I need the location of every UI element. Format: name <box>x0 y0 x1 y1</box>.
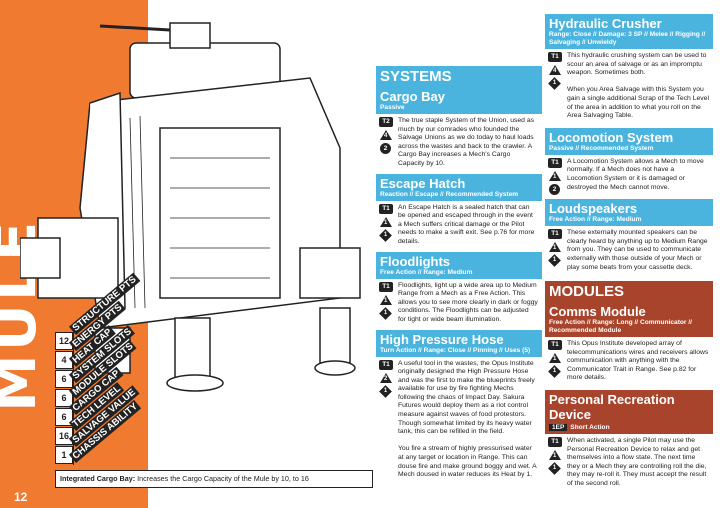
crusher-title: Hydraulic Crusher <box>549 16 662 31</box>
crusher-body: T1 4 1 This hydraulic crushing system ca… <box>545 49 713 124</box>
locomotion-body: T1 1 2 A Locomotion System allows a Mech… <box>545 155 713 195</box>
integrated-ability: Integrated Cargo Bay: Increases the Carg… <box>55 470 373 488</box>
stat-system-slots: 6 <box>55 389 73 407</box>
hose-body: T1 2 1 A useful tool in the wastes, the … <box>376 357 542 483</box>
modules-heading: MODULES <box>545 281 713 303</box>
mech-illustration <box>20 22 361 392</box>
locomotion-title: Locomotion System <box>549 129 674 145</box>
cargo-bay-body: T2 4 2 The true staple System of the Uni… <box>376 114 542 172</box>
prd-body: T1 1 1 When activated, a single Pilot ma… <box>545 434 713 492</box>
cargo-bay-title: Cargo Bay <box>380 89 446 104</box>
stat-structure: 12 <box>55 332 73 350</box>
stat-ruler <box>73 332 74 465</box>
floodlights-body: T1 1 1 Floodlights, light up a wide area… <box>376 279 542 328</box>
comms-title: Comms Module <box>549 304 646 320</box>
comms-body: T1 1 1 This Opus Institute developed arr… <box>545 337 713 386</box>
stat-cargo: 16 <box>55 427 73 445</box>
systems-column: SYSTEMS Cargo Bay Passive T2 4 2 The tru… <box>376 66 542 483</box>
systems-heading: SYSTEMS <box>376 66 542 87</box>
hose-title: High Pressure Hose <box>380 331 504 347</box>
right-column: Hydraulic Crusher Range: Close // Damage… <box>545 14 713 492</box>
prd-title: Personal Recreation Device <box>549 392 675 423</box>
escape-hatch-title: Escape Hatch <box>380 175 466 191</box>
stat-module-slots: 6 <box>55 408 73 426</box>
page-number: 12 <box>14 490 28 504</box>
loudspeakers-title: Loudspeakers <box>549 201 638 217</box>
loudspeakers-body: T1 1 1 These externally mounted speakers… <box>545 226 713 275</box>
floodlights-title: Floodlights <box>380 253 451 269</box>
escape-hatch-body: T1 1 1 An Escape Hatch is a sealed hatch… <box>376 201 542 250</box>
stat-block: 12 4 6 6 6 16 1 <box>55 332 73 465</box>
